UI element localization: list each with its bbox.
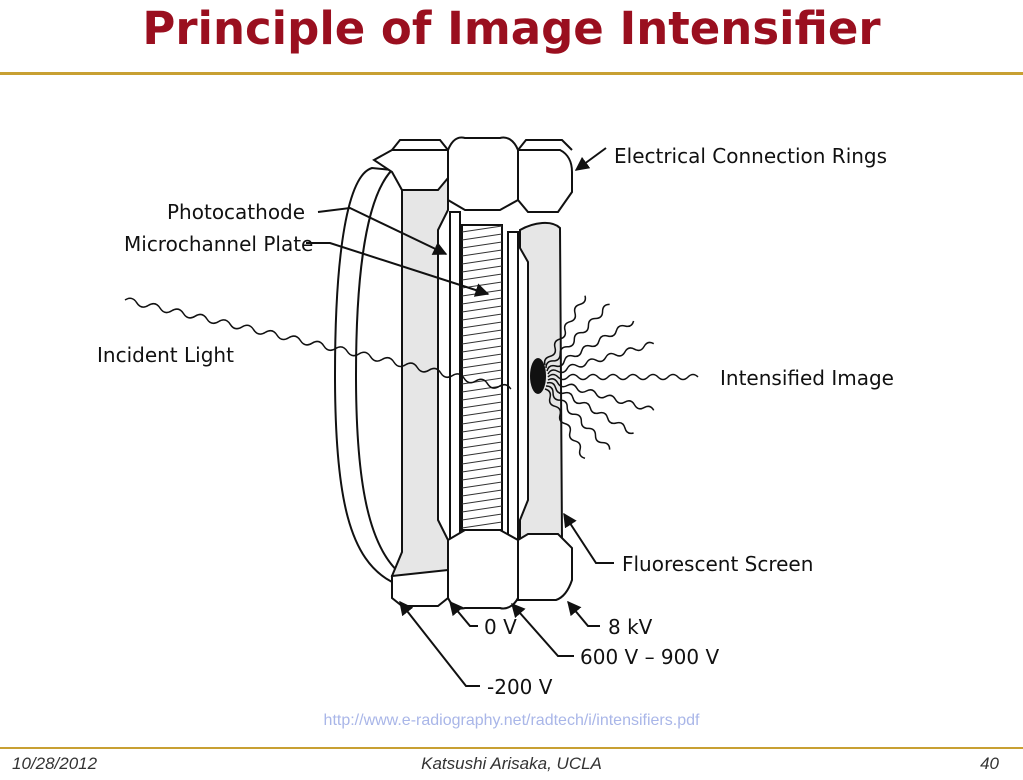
bottom-rings — [391, 529, 573, 610]
incident-light-wave — [124, 297, 512, 390]
label-neg200v: -200 V — [487, 675, 553, 699]
image-spot — [530, 358, 546, 394]
label-photocathode: Photocathode — [167, 200, 305, 224]
leader-8kv — [567, 600, 600, 627]
housing-left — [390, 167, 449, 581]
front-window — [333, 166, 404, 584]
microchannel-plate — [461, 224, 503, 531]
label-intensified-image: Intensified Image — [720, 366, 894, 390]
label-0v: 0 V — [484, 615, 517, 639]
top-rings — [372, 136, 573, 213]
intensifier-diagram: Electrical Connection Rings Photocathode… — [97, 136, 894, 699]
leader-rings — [574, 147, 607, 171]
emitted-rays — [543, 295, 699, 460]
source-link[interactable]: http://www.e-radiography.net/radtech/i/i… — [323, 712, 700, 729]
leader-600v — [511, 602, 574, 657]
photocathode-layer — [449, 211, 461, 543]
label-incident-light: Incident Light — [97, 343, 234, 367]
leader-mcp — [306, 242, 490, 297]
footer-page-number: 40 — [980, 754, 999, 773]
leader-photocathode — [317, 206, 448, 255]
footer-date: 10/28/2012 — [12, 754, 98, 773]
leader-screen — [563, 512, 614, 564]
leader-neg200v — [399, 600, 480, 687]
slide-title: Principle of Image Intensifier — [142, 2, 881, 55]
fluorescent-screen-layer — [507, 231, 519, 541]
footer-author: Katsushi Arisaka, UCLA — [421, 754, 602, 773]
leader-0v — [449, 600, 478, 627]
label-8kv: 8 kV — [608, 615, 653, 639]
title-rule — [0, 72, 1023, 75]
label-600-900v: 600 V – 900 V — [580, 645, 719, 669]
label-fluorescent-screen: Fluorescent Screen — [622, 552, 813, 576]
footer-rule — [0, 747, 1023, 749]
label-mcp: Microchannel Plate — [124, 232, 313, 256]
label-rings: Electrical Connection Rings — [614, 144, 887, 168]
